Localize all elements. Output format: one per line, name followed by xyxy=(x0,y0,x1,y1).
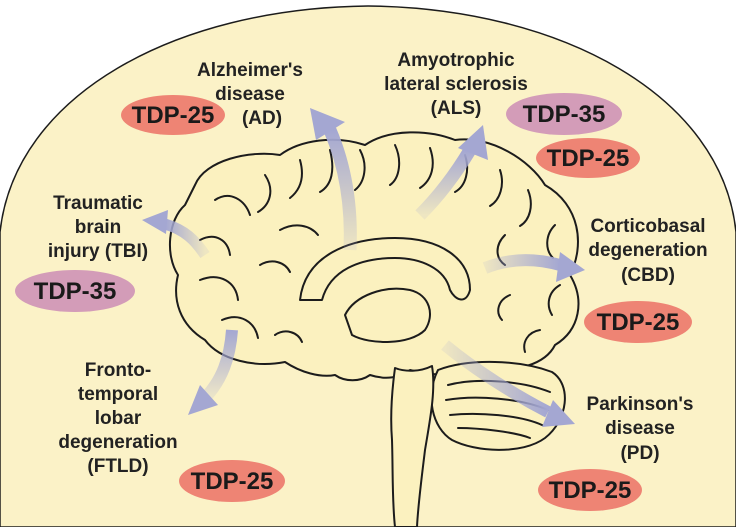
als-line-1: Amyotrophic xyxy=(397,50,515,71)
badge-als-2-text: TDP-25 xyxy=(547,145,630,172)
badge-ftld-1: TDP-25 xyxy=(179,460,285,502)
corpus-callosum xyxy=(299,237,471,301)
arrow-to-pd xyxy=(441,340,551,418)
badge-als-2-shape xyxy=(536,138,640,178)
als-line-3: (ALS) xyxy=(431,98,482,119)
als-line-2: lateral sclerosis xyxy=(384,74,528,95)
tbi-line-2: brain xyxy=(75,217,121,238)
ad-line-3: (AD) xyxy=(242,108,282,129)
pd-line-3: (PD) xyxy=(620,443,659,464)
ad-line-1: Alzheimer's xyxy=(197,60,303,81)
arrows xyxy=(142,108,585,427)
tbi-line-3: injury (TBI) xyxy=(48,241,148,262)
arrow-to-als-head xyxy=(458,125,488,160)
ad-line-2: disease xyxy=(215,84,285,105)
arrow-to-cbd-head xyxy=(556,252,585,282)
badge-tbi-1-shape xyxy=(15,270,135,312)
cbd-line-3: (CBD) xyxy=(621,265,675,286)
ftld-line-3: lobar xyxy=(95,408,142,429)
badge-pd-1-text: TDP-25 xyxy=(549,477,632,504)
badge-ad-1-shape xyxy=(121,95,225,135)
pd-line-2: disease xyxy=(605,418,675,439)
ftld-line-1: Fronto- xyxy=(85,360,151,381)
label-tbi: Traumatic brain injury (TBI) xyxy=(48,193,148,262)
label-pd: Parkinson's disease (PD) xyxy=(587,394,694,464)
ftld-line-5: (FTLD) xyxy=(87,456,148,477)
badge-ad-1-text: TDP-25 xyxy=(132,102,215,129)
label-cbd: Corticobasal degeneration (CBD) xyxy=(588,216,707,286)
badge-als-1-shape xyxy=(506,93,622,135)
pd-line-1: Parkinson's xyxy=(587,394,694,415)
brain-illustration xyxy=(168,131,580,527)
arrow-to-tbi xyxy=(163,218,210,259)
cortex-gyri xyxy=(199,144,561,353)
label-ftld: Fronto- temporal lobar degeneration (FTL… xyxy=(58,360,177,477)
label-ad: Alzheimer's disease (AD) xyxy=(197,60,303,129)
badge-ad-1: TDP-25 xyxy=(121,95,225,135)
cbd-line-2: degeneration xyxy=(588,240,707,261)
badge-cbd-1-shape xyxy=(584,301,692,343)
brainstem xyxy=(390,365,435,527)
cbd-line-1: Corticobasal xyxy=(590,216,705,237)
badge-als-1-text: TDP-35 xyxy=(523,101,606,128)
tbi-line-1: Traumatic xyxy=(53,193,143,214)
thalamus xyxy=(344,287,431,343)
badge-cbd-1-text: TDP-25 xyxy=(597,309,680,336)
arrow-to-ftld-head xyxy=(188,385,218,415)
badge-als-2: TDP-25 xyxy=(536,138,640,178)
ftld-line-2: temporal xyxy=(78,384,158,405)
ftld-line-4: degeneration xyxy=(58,432,177,453)
arrow-to-cbd xyxy=(482,254,562,274)
badge-ftld-1-shape xyxy=(179,460,285,502)
arrow-to-pd-head xyxy=(542,400,575,427)
arrow-to-als xyxy=(415,146,476,220)
arrow-to-ad xyxy=(324,127,357,251)
badge-tbi-1: TDP-35 xyxy=(15,270,135,312)
badge-pd-1: TDP-25 xyxy=(538,469,642,511)
arrow-to-ad-head xyxy=(310,108,345,140)
badge-ftld-1-text: TDP-25 xyxy=(191,468,274,495)
badge-tbi-1-text: TDP-35 xyxy=(34,278,117,305)
arrow-to-tbi-head xyxy=(142,210,168,234)
badge-cbd-1: TDP-25 xyxy=(584,301,692,343)
badge-pd-1-shape xyxy=(538,469,642,511)
label-als: Amyotrophic lateral sclerosis (ALS) xyxy=(384,50,528,119)
arrow-to-ftld xyxy=(200,329,238,403)
badge-als-1: TDP-35 xyxy=(506,93,622,135)
